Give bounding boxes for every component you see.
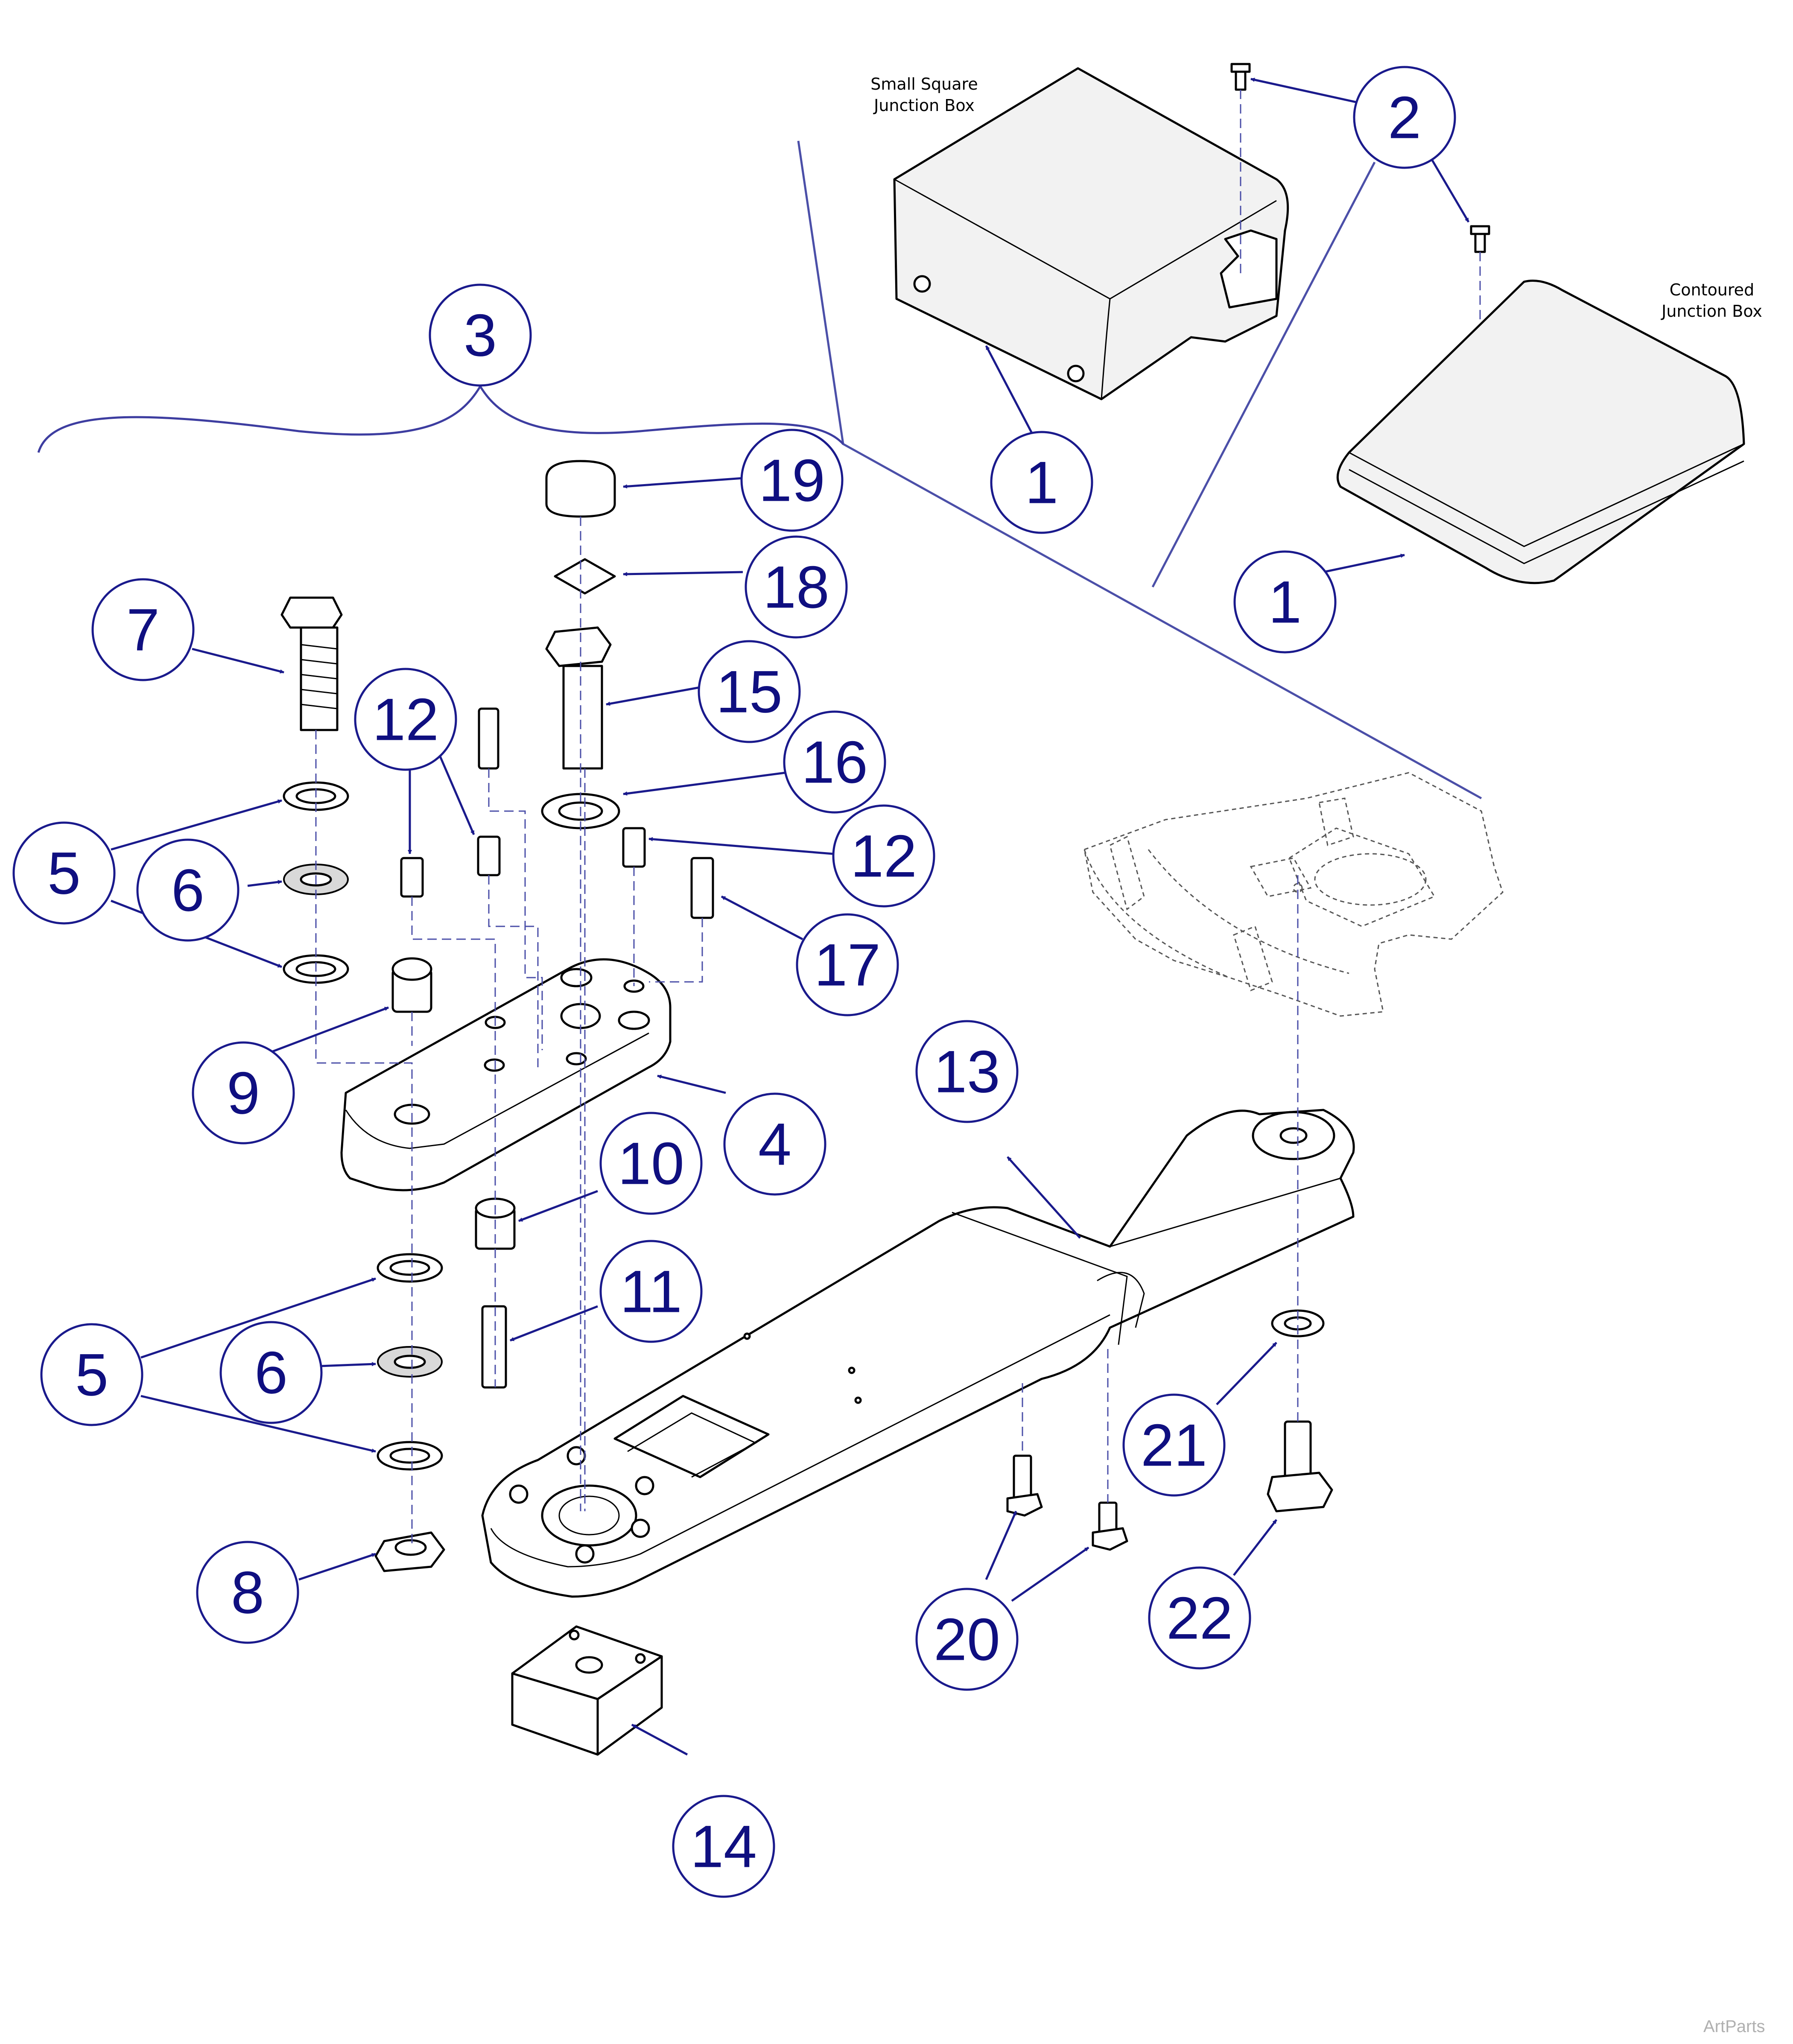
callout-12-right[interactable]: 12 — [832, 804, 935, 908]
callout-13[interactable]: 13 — [915, 1020, 1019, 1123]
callout-19[interactable]: 19 — [740, 429, 844, 532]
callout-8-label: 8 — [231, 1559, 264, 1626]
callouts: 1 1 2 3 4 5 6 5 6 7 8 9 10 11 12 12 13 1… — [12, 66, 1456, 1898]
callout-22-label: 22 — [1166, 1585, 1233, 1652]
small-square-junction-box: Small Square Junction Box — [870, 67, 1289, 400]
callout-10-label: 10 — [618, 1130, 684, 1197]
callout-5-lower-label: 5 — [75, 1341, 108, 1408]
callout-20[interactable]: 20 — [915, 1588, 1019, 1691]
callout-1-small-box[interactable]: 1 — [990, 431, 1093, 534]
callout-18[interactable]: 18 — [745, 535, 848, 639]
small-square-caption-line2: Junction Box — [873, 96, 975, 115]
assembly-lines — [315, 517, 1299, 1545]
callout-5-upper[interactable]: 5 — [12, 821, 116, 925]
callout-8[interactable]: 8 — [196, 1541, 299, 1644]
callout-1-contoured-box[interactable]: 1 — [1233, 550, 1337, 654]
callout-10[interactable]: 10 — [599, 1112, 703, 1215]
callout-18-label: 18 — [763, 554, 829, 621]
callout-4[interactable]: 4 — [723, 1092, 826, 1196]
callout-9-label: 9 — [227, 1060, 260, 1127]
callout-16-label: 16 — [801, 729, 868, 796]
callout-6-lower[interactable]: 6 — [219, 1321, 323, 1424]
junction-screws — [1230, 63, 1490, 320]
callout-3-label: 3 — [464, 302, 497, 369]
callout-11[interactable]: 11 — [599, 1240, 703, 1343]
callout-14[interactable]: 14 — [672, 1795, 775, 1898]
callout-6-upper-label: 6 — [171, 857, 204, 924]
support-arm — [481, 1109, 1355, 1598]
assembly-brace — [37, 384, 844, 453]
callout-21-label: 21 — [1141, 1412, 1207, 1479]
callout-17[interactable]: 17 — [796, 913, 899, 1016]
callout-6-upper[interactable]: 6 — [136, 838, 239, 942]
callout-6-lower-label: 6 — [254, 1339, 288, 1406]
callout-5-upper-label: 5 — [47, 840, 81, 907]
callout-9[interactable]: 9 — [192, 1041, 295, 1145]
leader-lines — [111, 78, 1470, 1756]
contoured-caption-line1: Contoured — [1670, 280, 1754, 299]
callout-12-right-label: 12 — [850, 823, 917, 890]
callout-12-left[interactable]: 12 — [354, 668, 457, 771]
callout-11-label: 11 — [620, 1258, 682, 1325]
callout-17-label: 17 — [814, 931, 881, 999]
callout-1-contoured-box-label: 1 — [1268, 569, 1302, 636]
callout-15[interactable]: 15 — [698, 640, 801, 743]
callout-13-label: 13 — [934, 1038, 1000, 1105]
callout-3[interactable]: 3 — [429, 283, 532, 387]
callout-14-label: 14 — [690, 1813, 757, 1880]
fasteners — [280, 460, 1333, 1572]
contoured-caption-line2: Junction Box — [1661, 302, 1762, 321]
contoured-junction-box: Contoured Junction Box — [1336, 280, 1762, 584]
callout-21[interactable]: 21 — [1122, 1393, 1226, 1497]
callout-2[interactable]: 2 — [1353, 66, 1456, 169]
artparts-credit: ArtParts — [1703, 2017, 1765, 2036]
callout-7[interactable]: 7 — [91, 578, 195, 681]
callout-19-label: 19 — [759, 447, 825, 514]
callout-15-label: 15 — [716, 658, 783, 725]
mounting-yoke — [1083, 772, 1504, 1017]
callout-4-label: 4 — [758, 1111, 791, 1178]
callout-2-label: 2 — [1388, 84, 1421, 151]
callout-16[interactable]: 16 — [783, 710, 886, 814]
callout-20-label: 20 — [934, 1606, 1000, 1673]
small-square-caption-line1: Small Square — [870, 75, 978, 93]
callout-5-lower[interactable]: 5 — [40, 1323, 143, 1426]
callout-7-label: 7 — [126, 596, 160, 663]
callout-12-left-label: 12 — [372, 686, 439, 753]
callout-1-small-box-label: 1 — [1025, 449, 1058, 516]
callout-22[interactable]: 22 — [1148, 1566, 1251, 1670]
mounting-block — [511, 1625, 663, 1756]
